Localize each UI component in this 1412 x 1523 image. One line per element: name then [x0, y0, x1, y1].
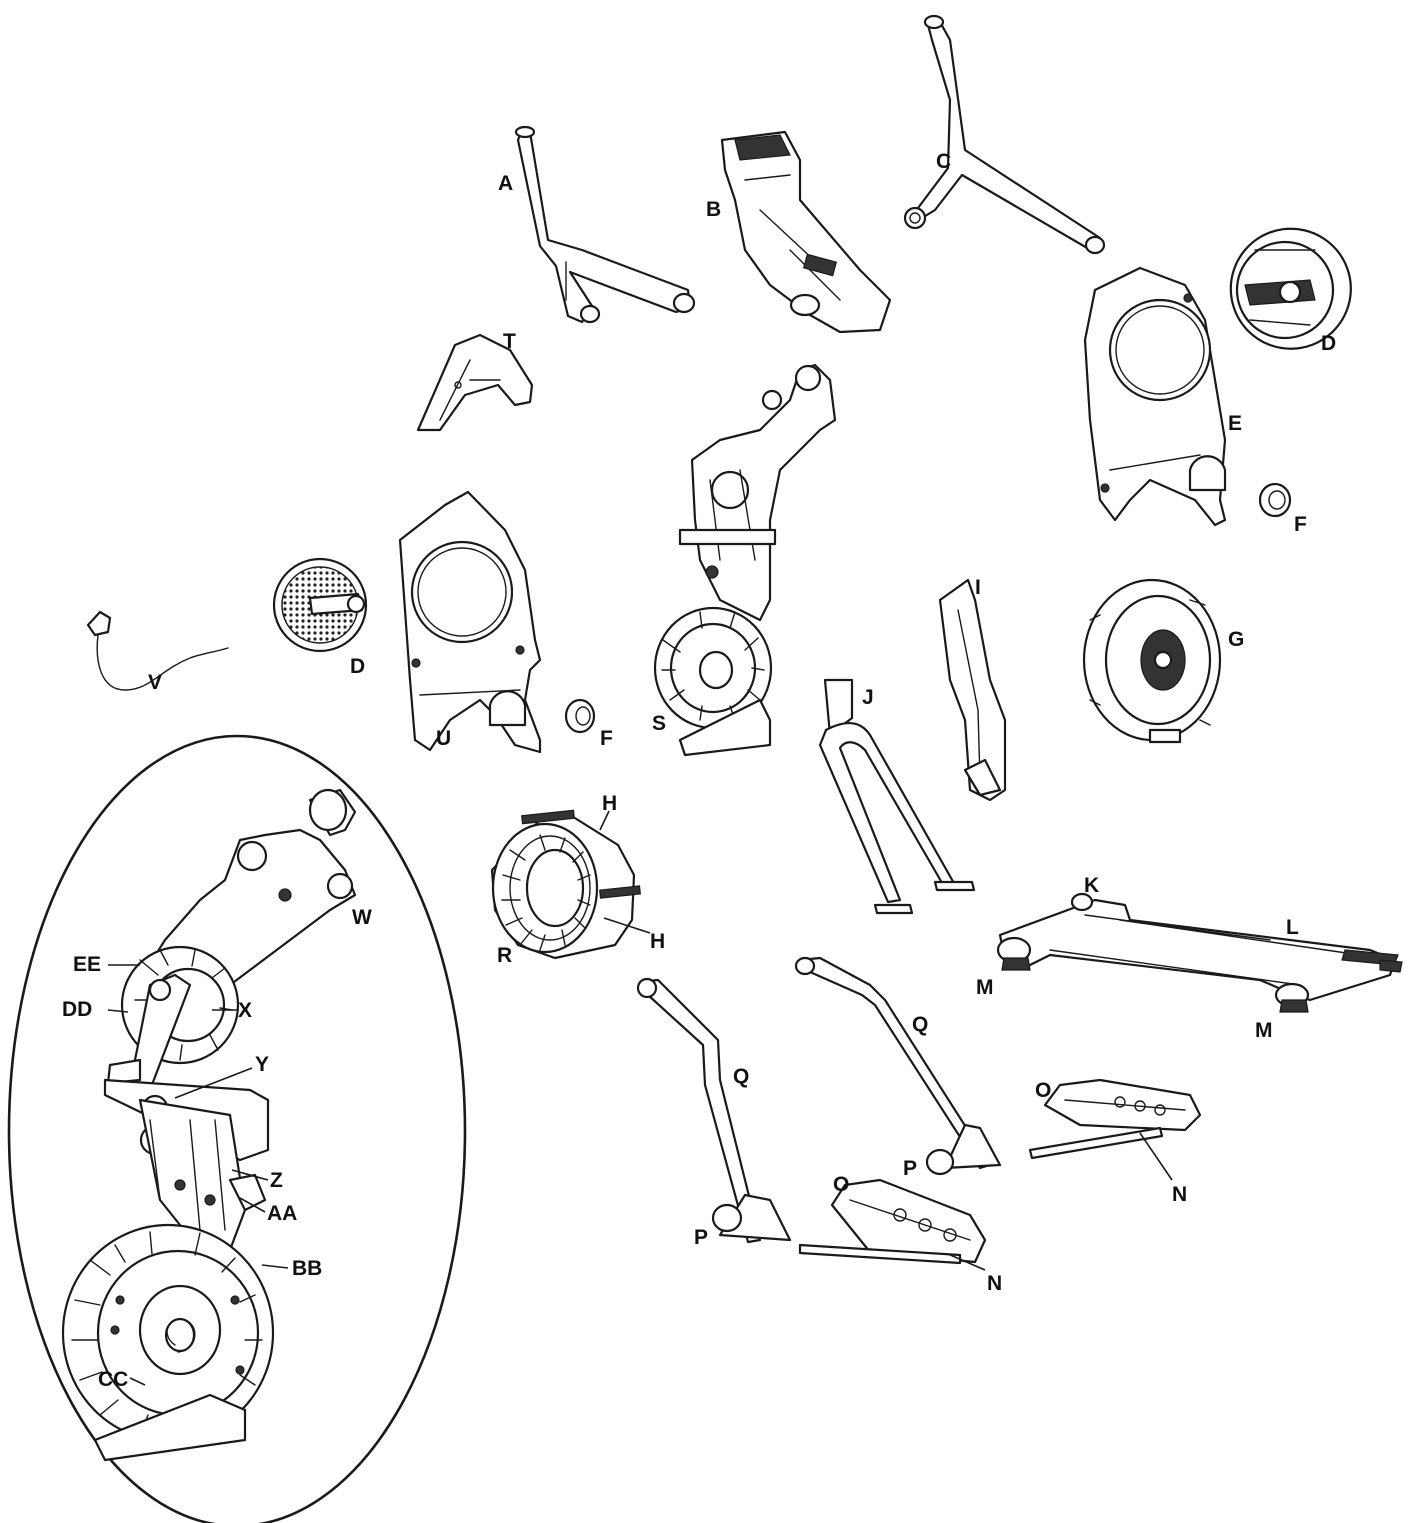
- label-h-top: H: [602, 792, 617, 815]
- detail-callout-oval: [7, 734, 467, 1523]
- label-a: A: [498, 172, 513, 195]
- label-r: R: [497, 944, 512, 967]
- label-j: J: [862, 686, 874, 709]
- label-z: Z: [270, 1169, 283, 1192]
- label-p-left: P: [694, 1226, 708, 1249]
- part-b-console-mast: [720, 130, 892, 334]
- part-a-left-handlebar: [514, 125, 696, 324]
- label-e: E: [1228, 412, 1242, 435]
- label-v: V: [148, 671, 162, 694]
- label-x: X: [238, 999, 252, 1022]
- label-n-left: N: [987, 1272, 1002, 1295]
- part-e-right-side-cover: [1083, 266, 1227, 527]
- label-n-right: N: [1172, 1183, 1187, 1206]
- label-m-right: M: [1255, 1019, 1273, 1042]
- label-aa: AA: [267, 1202, 297, 1225]
- part-u-left-side-cover: [398, 490, 542, 754]
- part-i-side-trim: [938, 578, 1007, 802]
- part-q-pedal-arm-left: [636, 977, 792, 1244]
- label-k: K: [1084, 874, 1099, 897]
- label-q-right: Q: [912, 1013, 928, 1036]
- part-o-pedal-right: [1028, 1078, 1202, 1160]
- label-b: B: [706, 198, 721, 221]
- part-o-pedal-left: [798, 1178, 987, 1265]
- label-ee: EE: [73, 953, 101, 976]
- label-p-right: P: [903, 1157, 917, 1180]
- part-j-rear-upright: [818, 678, 976, 915]
- label-o-right: O: [1035, 1079, 1051, 1102]
- leader-lines: [107, 810, 1173, 1386]
- part-labels: A B C D E F T I G V D J S U F H W K L H …: [62, 150, 1336, 1391]
- part-r-fan-housing: [490, 809, 641, 960]
- detail-drive-assembly: [61, 788, 357, 1462]
- part-c-right-handlebar: [903, 14, 1106, 255]
- label-d-left: D: [350, 655, 365, 678]
- label-f-right: F: [1294, 513, 1307, 536]
- part-f-cap-left: [564, 698, 596, 734]
- label-i: I: [975, 576, 981, 599]
- label-u: U: [436, 727, 451, 750]
- label-o-left: O: [833, 1173, 849, 1196]
- label-l: L: [1286, 916, 1299, 939]
- part-d-crank-disc-right: [1229, 227, 1352, 350]
- label-dd: DD: [62, 998, 92, 1021]
- label-d-right: D: [1321, 332, 1336, 355]
- label-q-left: Q: [733, 1065, 749, 1088]
- label-g: G: [1228, 628, 1244, 651]
- label-s: S: [652, 712, 666, 735]
- label-c: C: [936, 150, 951, 173]
- part-s-main-frame: [653, 363, 837, 757]
- label-h-bottom: H: [650, 930, 665, 953]
- label-cc: CC: [98, 1368, 128, 1391]
- part-t-front-shroud: [416, 333, 534, 432]
- part-f-cap-right: [1258, 482, 1292, 518]
- part-d-crank-disc-left: [272, 557, 368, 653]
- label-y: Y: [255, 1053, 269, 1076]
- part-q-pedal-arm-right: [794, 956, 1002, 1176]
- part-g-flywheel-cover: [1082, 578, 1222, 744]
- label-t: T: [503, 330, 516, 353]
- label-bb: BB: [292, 1257, 322, 1280]
- label-m-left: M: [976, 976, 994, 999]
- label-w: W: [352, 906, 372, 929]
- label-f-left: F: [600, 727, 613, 750]
- part-v-power-cord: [86, 610, 229, 691]
- part-l-base-frame: [996, 892, 1403, 1013]
